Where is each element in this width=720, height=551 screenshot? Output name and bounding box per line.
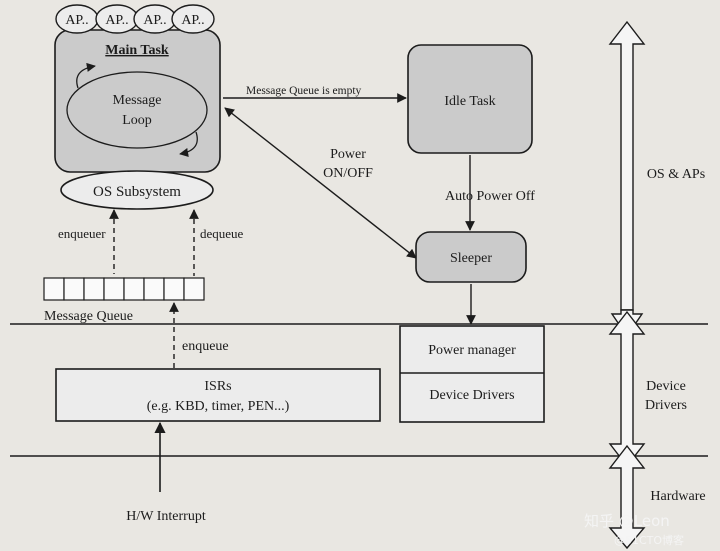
device-drivers-layer-arrow	[608, 310, 646, 468]
isrs-examples: (e.g. KBD, timer, PEN...)	[147, 399, 290, 414]
isr-enqueue-label: enqueue	[182, 339, 229, 354]
message-loop-arrow	[76, 62, 96, 89]
dequeue-label: dequeue	[200, 226, 244, 241]
ap-bubble-label: AP..	[65, 13, 88, 28]
os-aps-layer-arrow	[608, 20, 646, 311]
message-queue	[43, 277, 205, 301]
os-subsystem-label: OS Subsystem	[93, 184, 181, 200]
queue-slot	[183, 277, 205, 301]
device-drivers-layer-label: Device	[646, 379, 686, 394]
queue-slot	[83, 277, 105, 301]
queue-slot	[123, 277, 145, 301]
os-subsystem-ellipse	[60, 170, 214, 210]
sleeper-label: Sleeper	[450, 251, 492, 266]
power-on-off-arrow	[224, 107, 417, 259]
idle-task-label: Idle Task	[444, 94, 495, 109]
message-loop-label: Loop	[122, 113, 152, 128]
power-manager-label: Power manager	[428, 343, 516, 358]
queue-slot	[43, 277, 65, 301]
ap-bubbles: AP.. AP.. AP.. AP..	[55, 4, 215, 34]
ap-bubble-label: AP..	[143, 13, 166, 28]
message-loop-ellipse	[66, 71, 208, 149]
queue-slot	[63, 277, 85, 301]
watermark-text: 知乎 @Leon	[584, 512, 670, 530]
isrs-box	[55, 368, 381, 422]
isrs-title: ISRs	[204, 379, 231, 394]
power-label: Power	[330, 147, 366, 162]
device-drivers-layer-label: Drivers	[645, 398, 687, 413]
message-queue-label: Message Queue	[44, 309, 133, 324]
device-drivers-label: Device Drivers	[429, 388, 514, 403]
auto-power-off-label: Auto Power Off	[445, 189, 535, 204]
ap-bubble-label: AP..	[105, 13, 128, 28]
queue-slot	[163, 277, 185, 301]
ap-bubble-label: AP..	[181, 13, 204, 28]
power-manager-box	[399, 325, 545, 423]
power-on-off-label: ON/OFF	[323, 166, 373, 181]
main-task-title: Main Task	[105, 43, 169, 58]
queue-slot	[103, 277, 125, 301]
hw-interrupt-label: H/W Interrupt	[126, 509, 206, 524]
ap-bubble	[171, 4, 215, 34]
message-loop-label: Message	[113, 93, 162, 108]
hardware-layer-label: Hardware	[650, 489, 705, 504]
os-aps-layer-label: OS & APs	[647, 167, 705, 182]
idle-task-box	[407, 44, 533, 154]
watermark-text: @51CTO博客	[614, 533, 684, 547]
queue-slot	[143, 277, 165, 301]
sleeper-box	[415, 231, 527, 283]
message-loop-arrow	[179, 131, 198, 158]
queue-empty-label: Message Queue is empty	[246, 85, 362, 97]
enqueue-label: enqueuer	[58, 226, 106, 241]
hardware-layer-arrow	[608, 444, 646, 550]
layer-arrows	[608, 20, 646, 550]
